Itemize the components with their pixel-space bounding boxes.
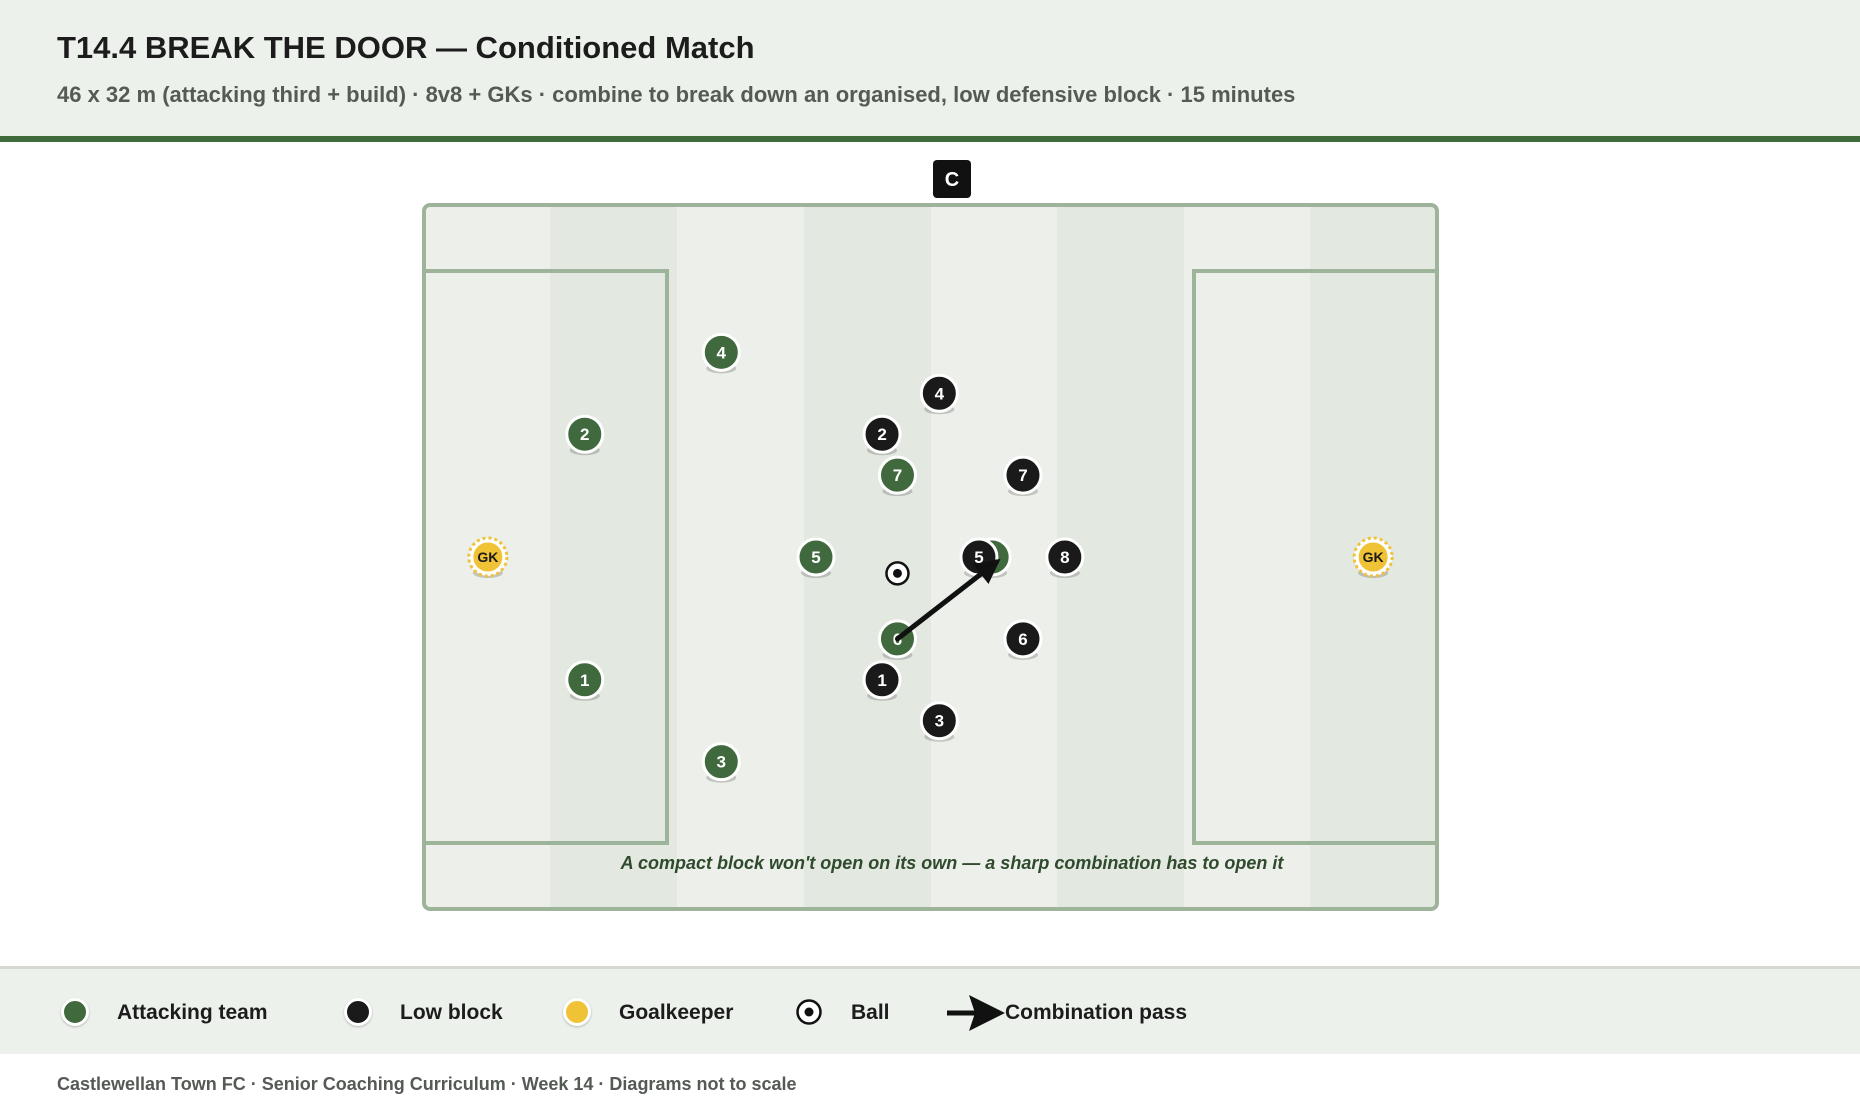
coach-marker <box>933 160 971 198</box>
goalkeeper-1-label: GK <box>477 549 498 565</box>
pitch-diagram: C 4275661342758613GKGK A compact block w… <box>422 160 1439 911</box>
block-player-5-label: 8 <box>1060 548 1069 567</box>
ball-legend-icon <box>796 999 822 1025</box>
attacking-player-3: 7 <box>877 455 917 497</box>
attacking-player-1: 4 <box>701 332 741 374</box>
header-band: T14.4 BREAK THE DOOR — Conditioned Match… <box>0 0 1860 142</box>
low-block-icon <box>344 998 372 1026</box>
block-player-8: 3 <box>919 701 959 742</box>
attacking-player-8-label: 3 <box>717 753 726 772</box>
block-player-6: 6 <box>1003 619 1043 660</box>
block-player-4-label: 5 <box>974 548 983 567</box>
legend-label-attacking: Attacking team <box>117 1001 268 1024</box>
legend-label-block: Low block <box>400 1001 503 1024</box>
block-player-1: 4 <box>919 373 959 415</box>
attacking-player-2-label: 2 <box>580 425 589 444</box>
attacking-player-4: 5 <box>796 537 836 578</box>
legend-label-goalkeeper: Goalkeeper <box>619 1001 734 1024</box>
attacking-player-7: 1 <box>565 660 605 701</box>
page-subtitle: 46 x 32 m (attacking third + build) · 8v… <box>57 82 1296 107</box>
block-player-6-label: 6 <box>1018 630 1027 649</box>
attacking-player-2: 2 <box>565 414 605 456</box>
block-player-4: 5 <box>959 537 999 578</box>
coach-label: C <box>945 169 959 191</box>
right-penalty-box <box>1192 269 1439 845</box>
legend: Attacking team Low block Goalkeeper Ball… <box>0 966 1860 1054</box>
block-player-1-label: 4 <box>935 384 945 403</box>
pitch-stripes <box>424 205 1437 909</box>
combination-pass-arrow <box>894 558 1001 642</box>
block-player-3: 7 <box>1003 455 1043 497</box>
attacking-player-4-label: 5 <box>811 548 820 567</box>
footer-text: Castlewellan Town FC · Senior Coaching C… <box>57 1074 797 1094</box>
block-player-3-label: 7 <box>1018 466 1027 485</box>
block-player-2: 2 <box>862 414 902 456</box>
page-title: T14.4 BREAK THE DOOR — Conditioned Match <box>57 30 755 65</box>
attacking-player-7-label: 1 <box>580 671 589 690</box>
block-player-7: 1 <box>862 660 902 701</box>
legend-label-ball: Ball <box>851 1001 890 1024</box>
ball-icon <box>885 561 910 586</box>
block-player-8-label: 3 <box>935 712 944 731</box>
goalkeeper-icon <box>563 998 591 1026</box>
block-player-2-label: 2 <box>877 425 886 444</box>
block-player-7-label: 1 <box>877 671 886 690</box>
attacking-team-icon <box>61 998 89 1026</box>
goalkeeper-1: GK <box>467 536 509 578</box>
pitch-caption: A compact block won't open on its own — … <box>620 853 1285 873</box>
left-penalty-box <box>422 269 669 845</box>
pass-arrow-legend-icon <box>947 995 1005 1031</box>
attacking-player-3-label: 7 <box>893 466 902 485</box>
attacking-player-8: 3 <box>701 742 741 783</box>
legend-label-pass: Combination pass <box>1005 1001 1188 1024</box>
goalkeeper-2-label: GK <box>1363 549 1384 565</box>
goalkeeper-2: GK <box>1352 536 1394 578</box>
attacking-player-1-label: 4 <box>717 343 727 362</box>
block-player-5: 8 <box>1045 537 1085 578</box>
